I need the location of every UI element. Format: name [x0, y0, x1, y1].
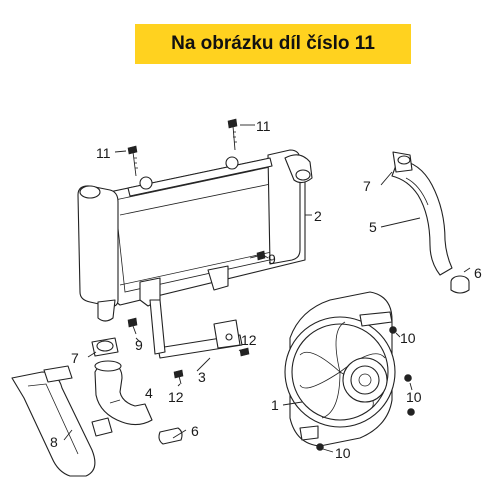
bolt-12-right[interactable] [239, 347, 250, 357]
callout-9-right: 9 [268, 251, 276, 267]
bolt-10-bottom[interactable] [316, 443, 324, 451]
callout-4: 4 [145, 385, 153, 401]
callout-5: 5 [369, 219, 377, 235]
callout-2: 2 [314, 208, 322, 224]
callout-12-right: 12 [241, 332, 257, 348]
callout-11-right: 11 [256, 118, 271, 134]
callout-6-upper: 6 [474, 265, 482, 281]
bolt-10-side[interactable] [407, 408, 415, 416]
callout-6-lower: 6 [191, 423, 199, 439]
fan-bracket[interactable] [149, 299, 243, 359]
bolt-12-left[interactable] [173, 369, 184, 385]
callout-10-bottom: 10 [335, 445, 351, 461]
callout-8: 8 [50, 434, 58, 450]
upper-hose[interactable] [391, 159, 453, 276]
part-number-banner: Na obrázku díl číslo 11 [135, 24, 411, 64]
hose-clamp-6-upper[interactable] [450, 275, 470, 294]
callout-11-left: 11 [96, 145, 111, 161]
callout-10-middle: 10 [406, 389, 422, 405]
lower-hose[interactable] [94, 360, 153, 426]
hose-clamp-6-lower[interactable] [158, 427, 183, 445]
callout-9-left: 9 [135, 337, 143, 353]
bolt-9-right[interactable] [249, 250, 266, 261]
bolt-10-middle[interactable] [404, 374, 412, 382]
hose-clamp-7-upper[interactable] [392, 151, 413, 173]
callout-3: 3 [198, 369, 206, 385]
cooling-fan[interactable] [284, 291, 396, 447]
bolt-10-top[interactable] [389, 326, 397, 334]
callout-10-top: 10 [400, 330, 416, 346]
callout-1: 1 [271, 397, 279, 413]
callout-12-left: 12 [168, 389, 184, 405]
hose-clamp-7-lower[interactable] [91, 337, 119, 357]
hose-guard[interactable] [11, 365, 113, 477]
callout-7-upper: 7 [363, 178, 371, 194]
bolt-11-left[interactable] [127, 145, 138, 177]
callout-7-lower: 7 [71, 350, 79, 366]
bolt-11-right[interactable] [227, 118, 238, 151]
bolt-9-left[interactable] [127, 317, 138, 335]
radiator[interactable] [77, 149, 313, 322]
